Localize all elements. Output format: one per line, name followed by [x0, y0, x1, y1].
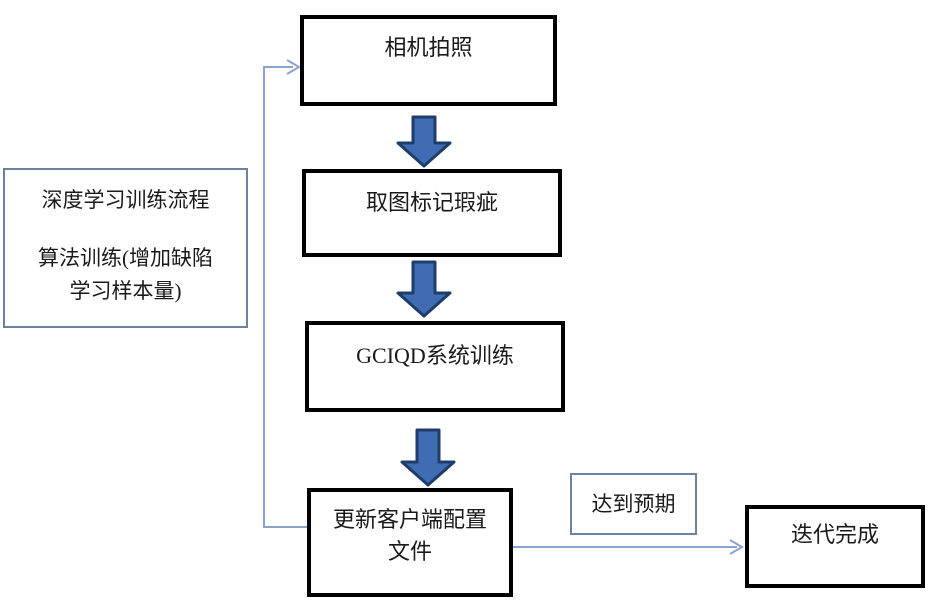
- step-update-client-config: 更新客户端配置 文件: [307, 488, 513, 597]
- step-system-training: GCIQD系统训练: [305, 321, 565, 412]
- process-title-panel: 深度学习训练流程 算法训练(增加缺陷 学习样本量): [3, 168, 248, 328]
- step-update-client-config-line1: 更新客户端配置: [332, 507, 487, 532]
- result-connector-arrow: [513, 539, 744, 555]
- result-iteration-complete-label: 迭代完成: [790, 522, 879, 547]
- step-camera-capture: 相机拍照: [300, 15, 557, 106]
- step-mark-defects: 取图标记瑕疵: [302, 169, 562, 257]
- panel-title: 深度学习训练流程: [41, 188, 210, 212]
- result-iteration-complete: 迭代完成: [745, 505, 925, 588]
- step-camera-capture-label: 相机拍照: [384, 35, 473, 60]
- down-block-arrow-1: [396, 115, 452, 168]
- condition-label-text: 达到预期: [591, 492, 676, 516]
- panel-subtitle-line2: 学习样本量): [69, 279, 182, 303]
- down-block-arrow-2: [396, 260, 452, 318]
- down-block-arrow-3: [400, 428, 456, 487]
- condition-label-expectation-met: 达到预期: [570, 473, 697, 535]
- step-system-training-label: GCIQD系统训练: [356, 343, 514, 368]
- step-update-client-config-line2: 文件: [387, 539, 432, 564]
- step-mark-defects-label: 取图标记瑕疵: [365, 190, 498, 215]
- panel-subtitle-line1: 算法训练(增加缺陷: [38, 246, 213, 270]
- feedback-loop-arrow: [263, 59, 307, 528]
